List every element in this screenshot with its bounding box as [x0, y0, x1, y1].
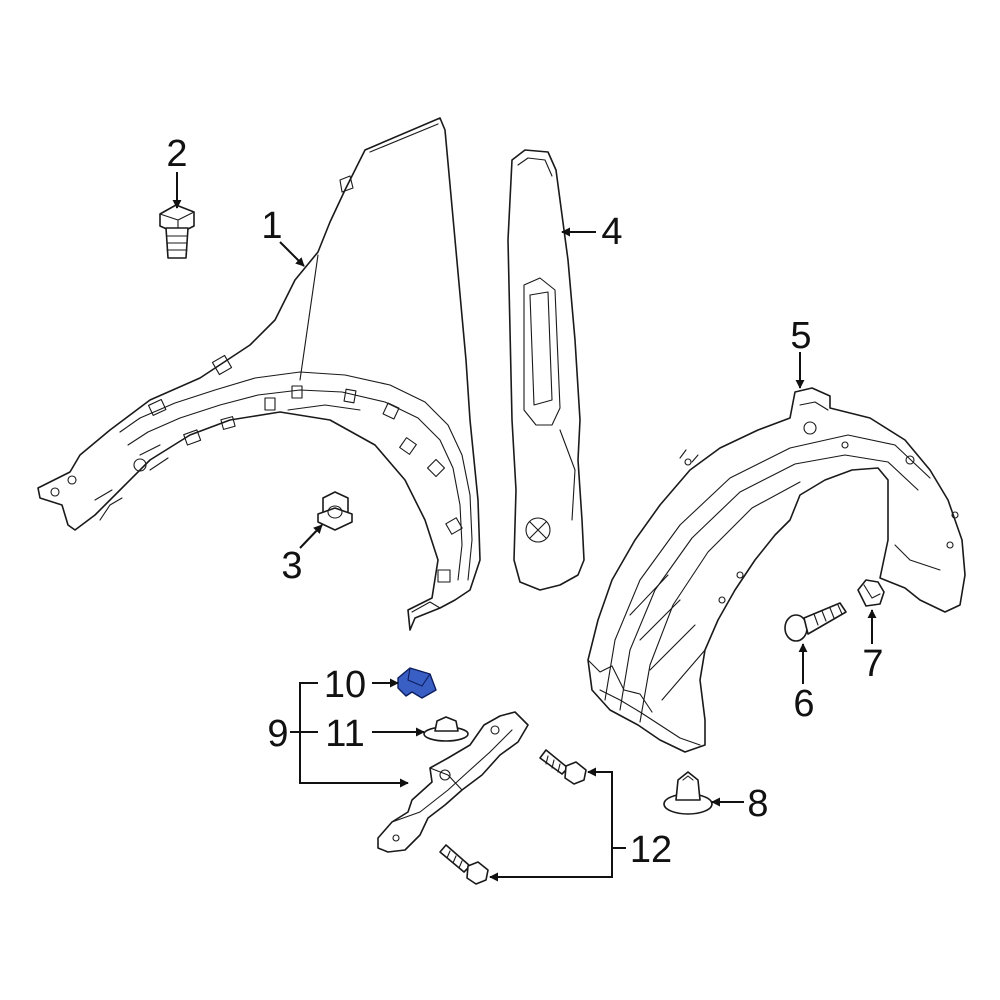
- nut-part[interactable]: [317, 491, 353, 531]
- leader-3: [299, 524, 323, 549]
- callout-3: 3: [281, 545, 302, 587]
- callout-12: 12: [630, 829, 672, 871]
- grommet-part[interactable]: [423, 716, 469, 742]
- bracket-part[interactable]: [377, 711, 529, 853]
- bolt-lower-part[interactable]: [439, 844, 489, 885]
- callout-9: 9: [267, 713, 288, 755]
- callout-7: 7: [862, 643, 883, 685]
- clip-part[interactable]: [857, 579, 885, 607]
- callout-labels: 1 2 3 4 5 6 7 8 9 10 11 12: [166, 133, 883, 871]
- seal-part[interactable]: [507, 149, 585, 591]
- leader-12-upper: [587, 767, 613, 848]
- bracket-clip-part[interactable]: [397, 667, 437, 699]
- callout-2: 2: [166, 133, 187, 175]
- callout-8: 8: [747, 783, 768, 825]
- callout-5: 5: [790, 315, 811, 357]
- callout-1: 1: [261, 205, 282, 247]
- screw-part[interactable]: [784, 602, 847, 642]
- leader-lines: [172, 172, 877, 882]
- leader-1: [279, 241, 305, 267]
- bolt-part[interactable]: [159, 204, 195, 259]
- callout-10: 10: [324, 664, 366, 706]
- callout-6: 6: [793, 683, 814, 725]
- fender-part[interactable]: [37, 117, 481, 631]
- callout-4: 4: [601, 211, 622, 253]
- push-rivet-part[interactable]: [663, 771, 713, 815]
- leader-12-lower: [489, 848, 613, 882]
- liner-part[interactable]: [587, 387, 966, 753]
- bolt-upper-part[interactable]: [539, 749, 587, 785]
- callout-11: 11: [325, 713, 364, 755]
